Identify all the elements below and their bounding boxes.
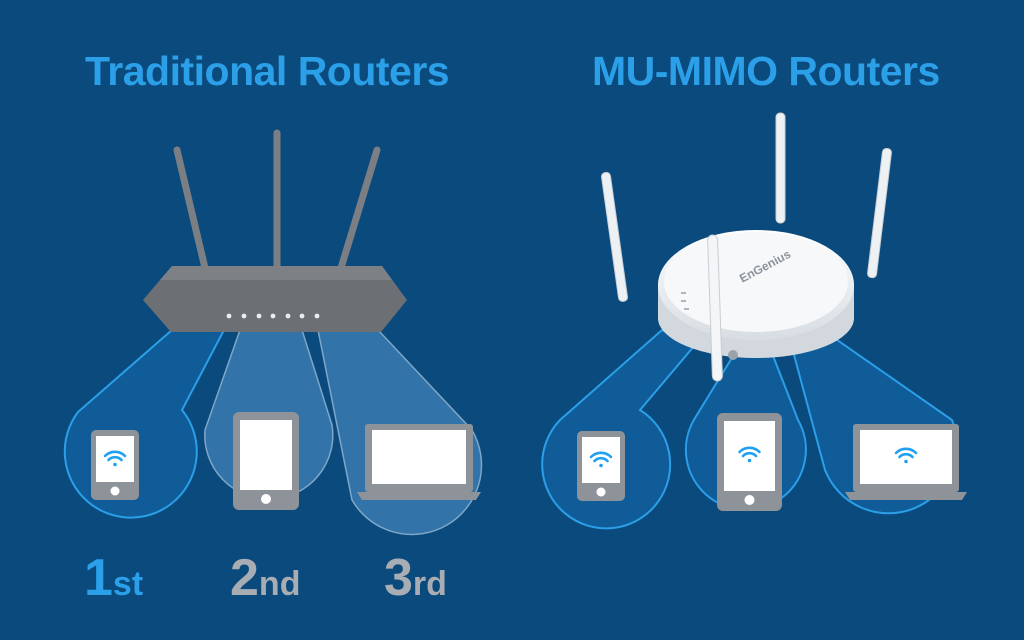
ordinal-number: 1: [84, 549, 113, 607]
ordinal-number: 3: [384, 549, 413, 607]
traditional-panel: [63, 129, 483, 536]
ordinal-2nd: 2nd: [230, 548, 300, 608]
router-icon: EnGenius: [658, 230, 854, 360]
wifi-icon: [894, 447, 918, 464]
ordinal-suffix: st: [112, 565, 144, 603]
ordinal-suffix: rd: [412, 565, 447, 603]
beam-phone-active: [63, 329, 226, 519]
phone-icon: [91, 430, 139, 500]
ordinal-1st: 1st: [84, 548, 143, 608]
laptop-icon: [357, 424, 481, 500]
mu-mimo-routers-title: MU-MIMO Routers: [592, 48, 940, 94]
router-icon: [143, 266, 407, 332]
wifi-icon: [738, 446, 761, 463]
traditional-router-antennas: [173, 129, 381, 272]
ordinal-suffix: nd: [258, 565, 301, 603]
laptop-icon: [845, 424, 967, 500]
wifi-icon: [103, 450, 127, 467]
antenna-icon: [601, 112, 892, 302]
traditional-routers-title: Traditional Routers: [85, 48, 450, 94]
antenna-icon: [707, 234, 723, 382]
mu-mimo-panel: EnGenius: [541, 112, 967, 530]
ordinal-number: 2: [230, 549, 259, 607]
tablet-icon: [233, 412, 299, 510]
wifi-icon: [589, 451, 613, 468]
tablet-icon: [717, 413, 782, 511]
ordinal-3rd: 3rd: [384, 548, 447, 608]
phone-icon: [577, 431, 625, 501]
